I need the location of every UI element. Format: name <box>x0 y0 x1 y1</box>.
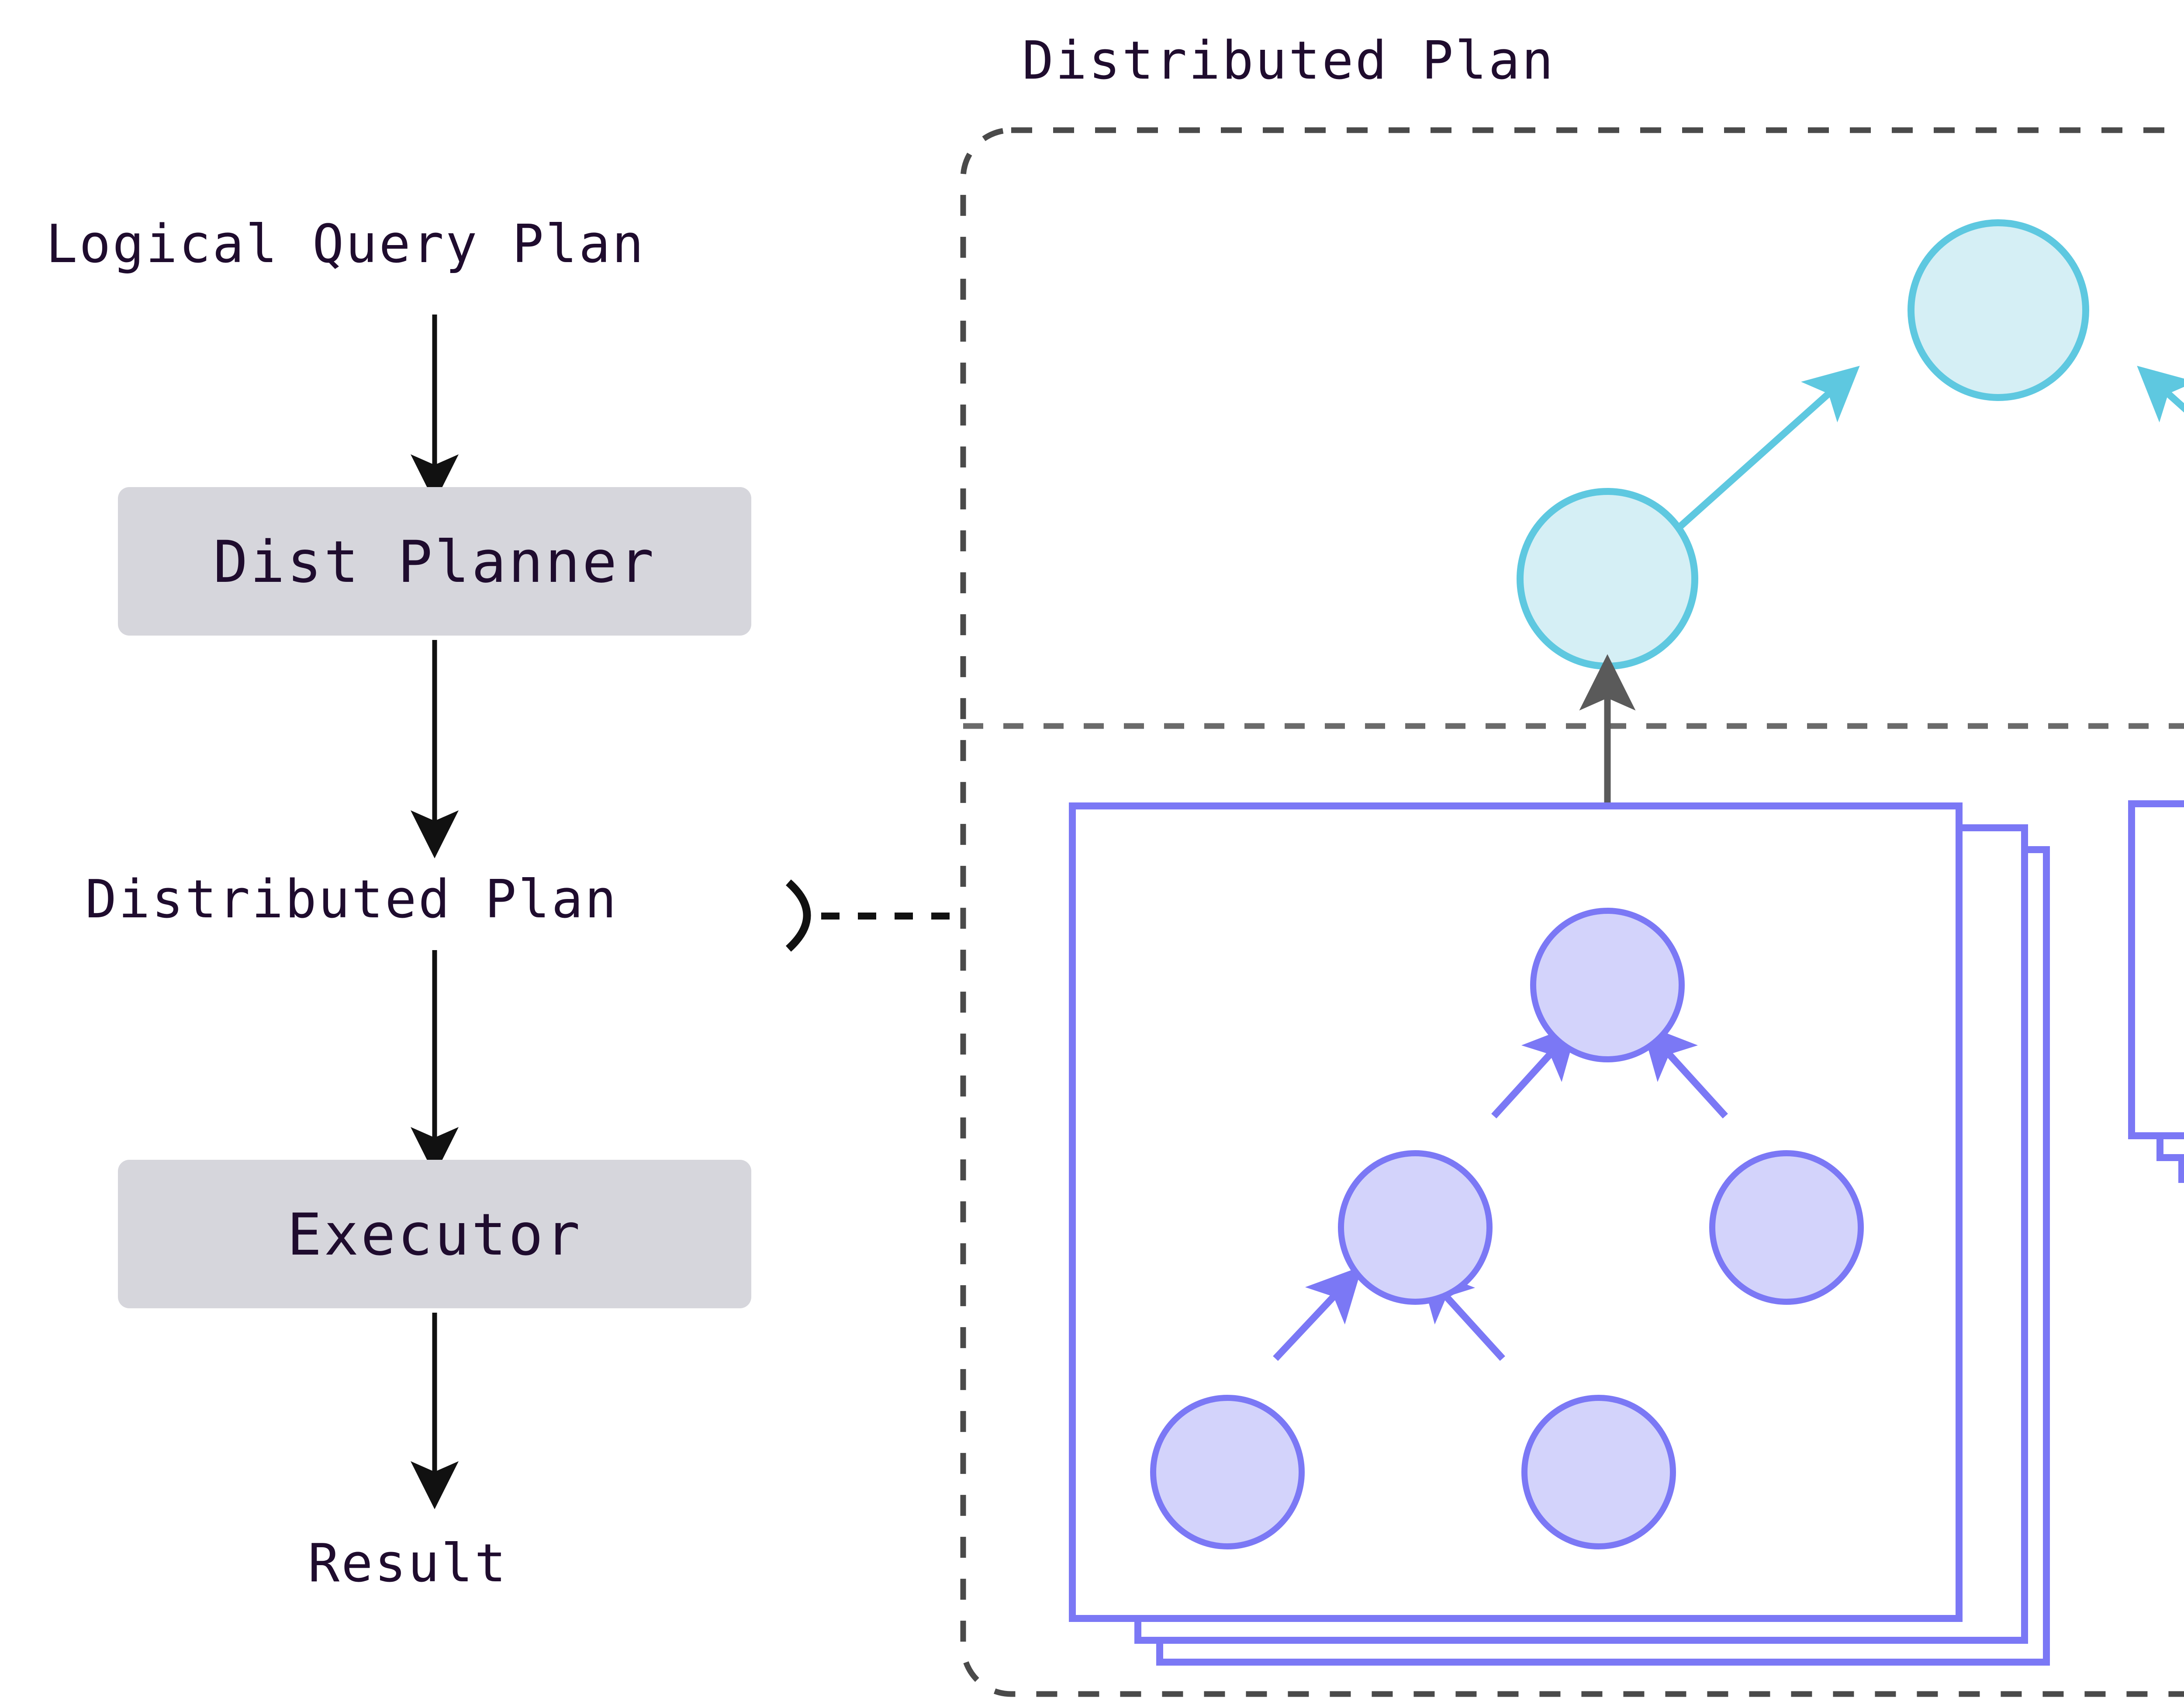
edge-dn-mid-to-dn-root <box>1491 1023 1579 1119</box>
datanode-node-left-root[interactable] <box>1530 908 1685 1062</box>
process-label-executor: Executor <box>287 1201 582 1269</box>
edge-dn-leaf1-to-dn-mid <box>1273 1266 1362 1361</box>
edge-fe-right-to-fe-root <box>2137 366 2184 423</box>
datanode-node-left-right[interactable] <box>1709 1150 1864 1305</box>
edge-dn-leaf2-to-dn-mid <box>1418 1265 1505 1361</box>
datanode-node-left-leaf2[interactable] <box>1521 1395 1676 1549</box>
edge-dn-right-to-dn-root <box>1641 1023 1728 1119</box>
edge-fe-left-to-fe-root <box>1670 366 1860 536</box>
left-flow-label-logical-query-plan: Logical Query Plan <box>46 214 645 275</box>
frontend-node-left[interactable] <box>1517 488 1698 670</box>
distributed-plan-dashed-container <box>960 127 2184 1697</box>
process-label-dist-planner: Dist Planner <box>213 529 656 596</box>
process-box-dist-planner[interactable] <box>118 487 751 636</box>
frontend-node-root[interactable] <box>1908 219 2089 401</box>
datanode-node-left-leaf1[interactable] <box>1150 1395 1305 1549</box>
datanode-node-left-mid[interactable] <box>1338 1150 1493 1305</box>
distributed-plan-brace <box>785 879 811 952</box>
left-flow-label-distributed-plan: Distributed Plan <box>85 869 618 930</box>
distributed-plan-title: Distributed Plan <box>1022 31 1555 91</box>
process-box-executor[interactable] <box>118 1160 751 1308</box>
region-box-right-front[interactable] <box>2128 800 2184 1139</box>
left-flow-label-result: Result <box>308 1533 508 1594</box>
